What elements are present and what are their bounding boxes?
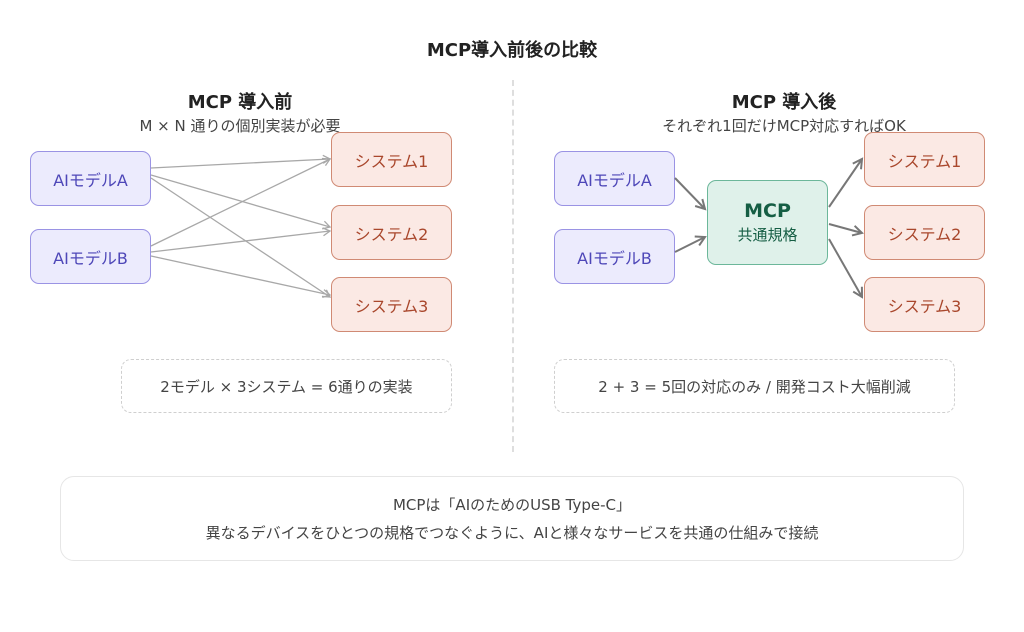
after-subtitle: それぞれ1回だけMCP対応すればOK [662, 117, 906, 135]
before-model-b: AIモデルB [30, 229, 151, 284]
edge-mcp-to-s1 [828, 157, 864, 208]
before-subtitle: M × N 通りの個別実装が必要 [139, 117, 341, 135]
edge-a-to-s1 [150, 154, 332, 169]
after-system-1: システム1 [864, 132, 985, 187]
after-title: MCP 導入後 [731, 92, 837, 113]
edge-b-to-s2 [150, 227, 332, 253]
before-note: 2モデル × 3システム = 6通りの実装 [121, 359, 452, 413]
after-model-b: AIモデルB [554, 229, 675, 284]
after-system-3: システム3 [864, 277, 985, 332]
edge-a-to-s2 [150, 174, 332, 230]
footer-line-1: MCPは「AIのためのUSB Type-C」 [392, 495, 632, 514]
edge-mcp-to-s2 [828, 223, 864, 237]
before-system-1: システム1 [331, 132, 452, 187]
footer-line-2: 異なるデバイスをひとつの規格でつなぐように、AIと様々なサービスを共通の仕組みで… [205, 523, 819, 542]
mcp-hub-subtitle: 共通規格 [737, 226, 798, 244]
before-model-a: AIモデルA [30, 151, 151, 206]
page-title: MCP導入前後の比較 [426, 40, 598, 61]
after-note: 2 + 3 = 5回の対応のみ / 開発コスト大幅削減 [554, 359, 955, 413]
before-system-2: システム2 [331, 205, 452, 260]
mcp-hub: MCP 共通規格 [707, 180, 828, 265]
edge-b-to-s1 [150, 157, 332, 247]
after-model-a: AIモデルA [554, 151, 675, 206]
edge-after-b-to-mcp [674, 235, 707, 253]
before-title: MCP 導入前 [187, 92, 293, 113]
edge-after-a-to-mcp [674, 177, 707, 211]
mcp-hub-name: MCP [744, 200, 791, 222]
edge-mcp-to-s3 [828, 238, 864, 299]
footer-callout: MCPは「AIのためのUSB Type-C」 異なるデバイスをひとつの規格でつな… [60, 476, 964, 561]
section-divider [512, 80, 514, 452]
before-system-3: システム3 [331, 277, 452, 332]
after-system-2: システム2 [864, 205, 985, 260]
edge-b-to-s3 [150, 255, 332, 299]
edge-a-to-s3 [150, 177, 332, 298]
